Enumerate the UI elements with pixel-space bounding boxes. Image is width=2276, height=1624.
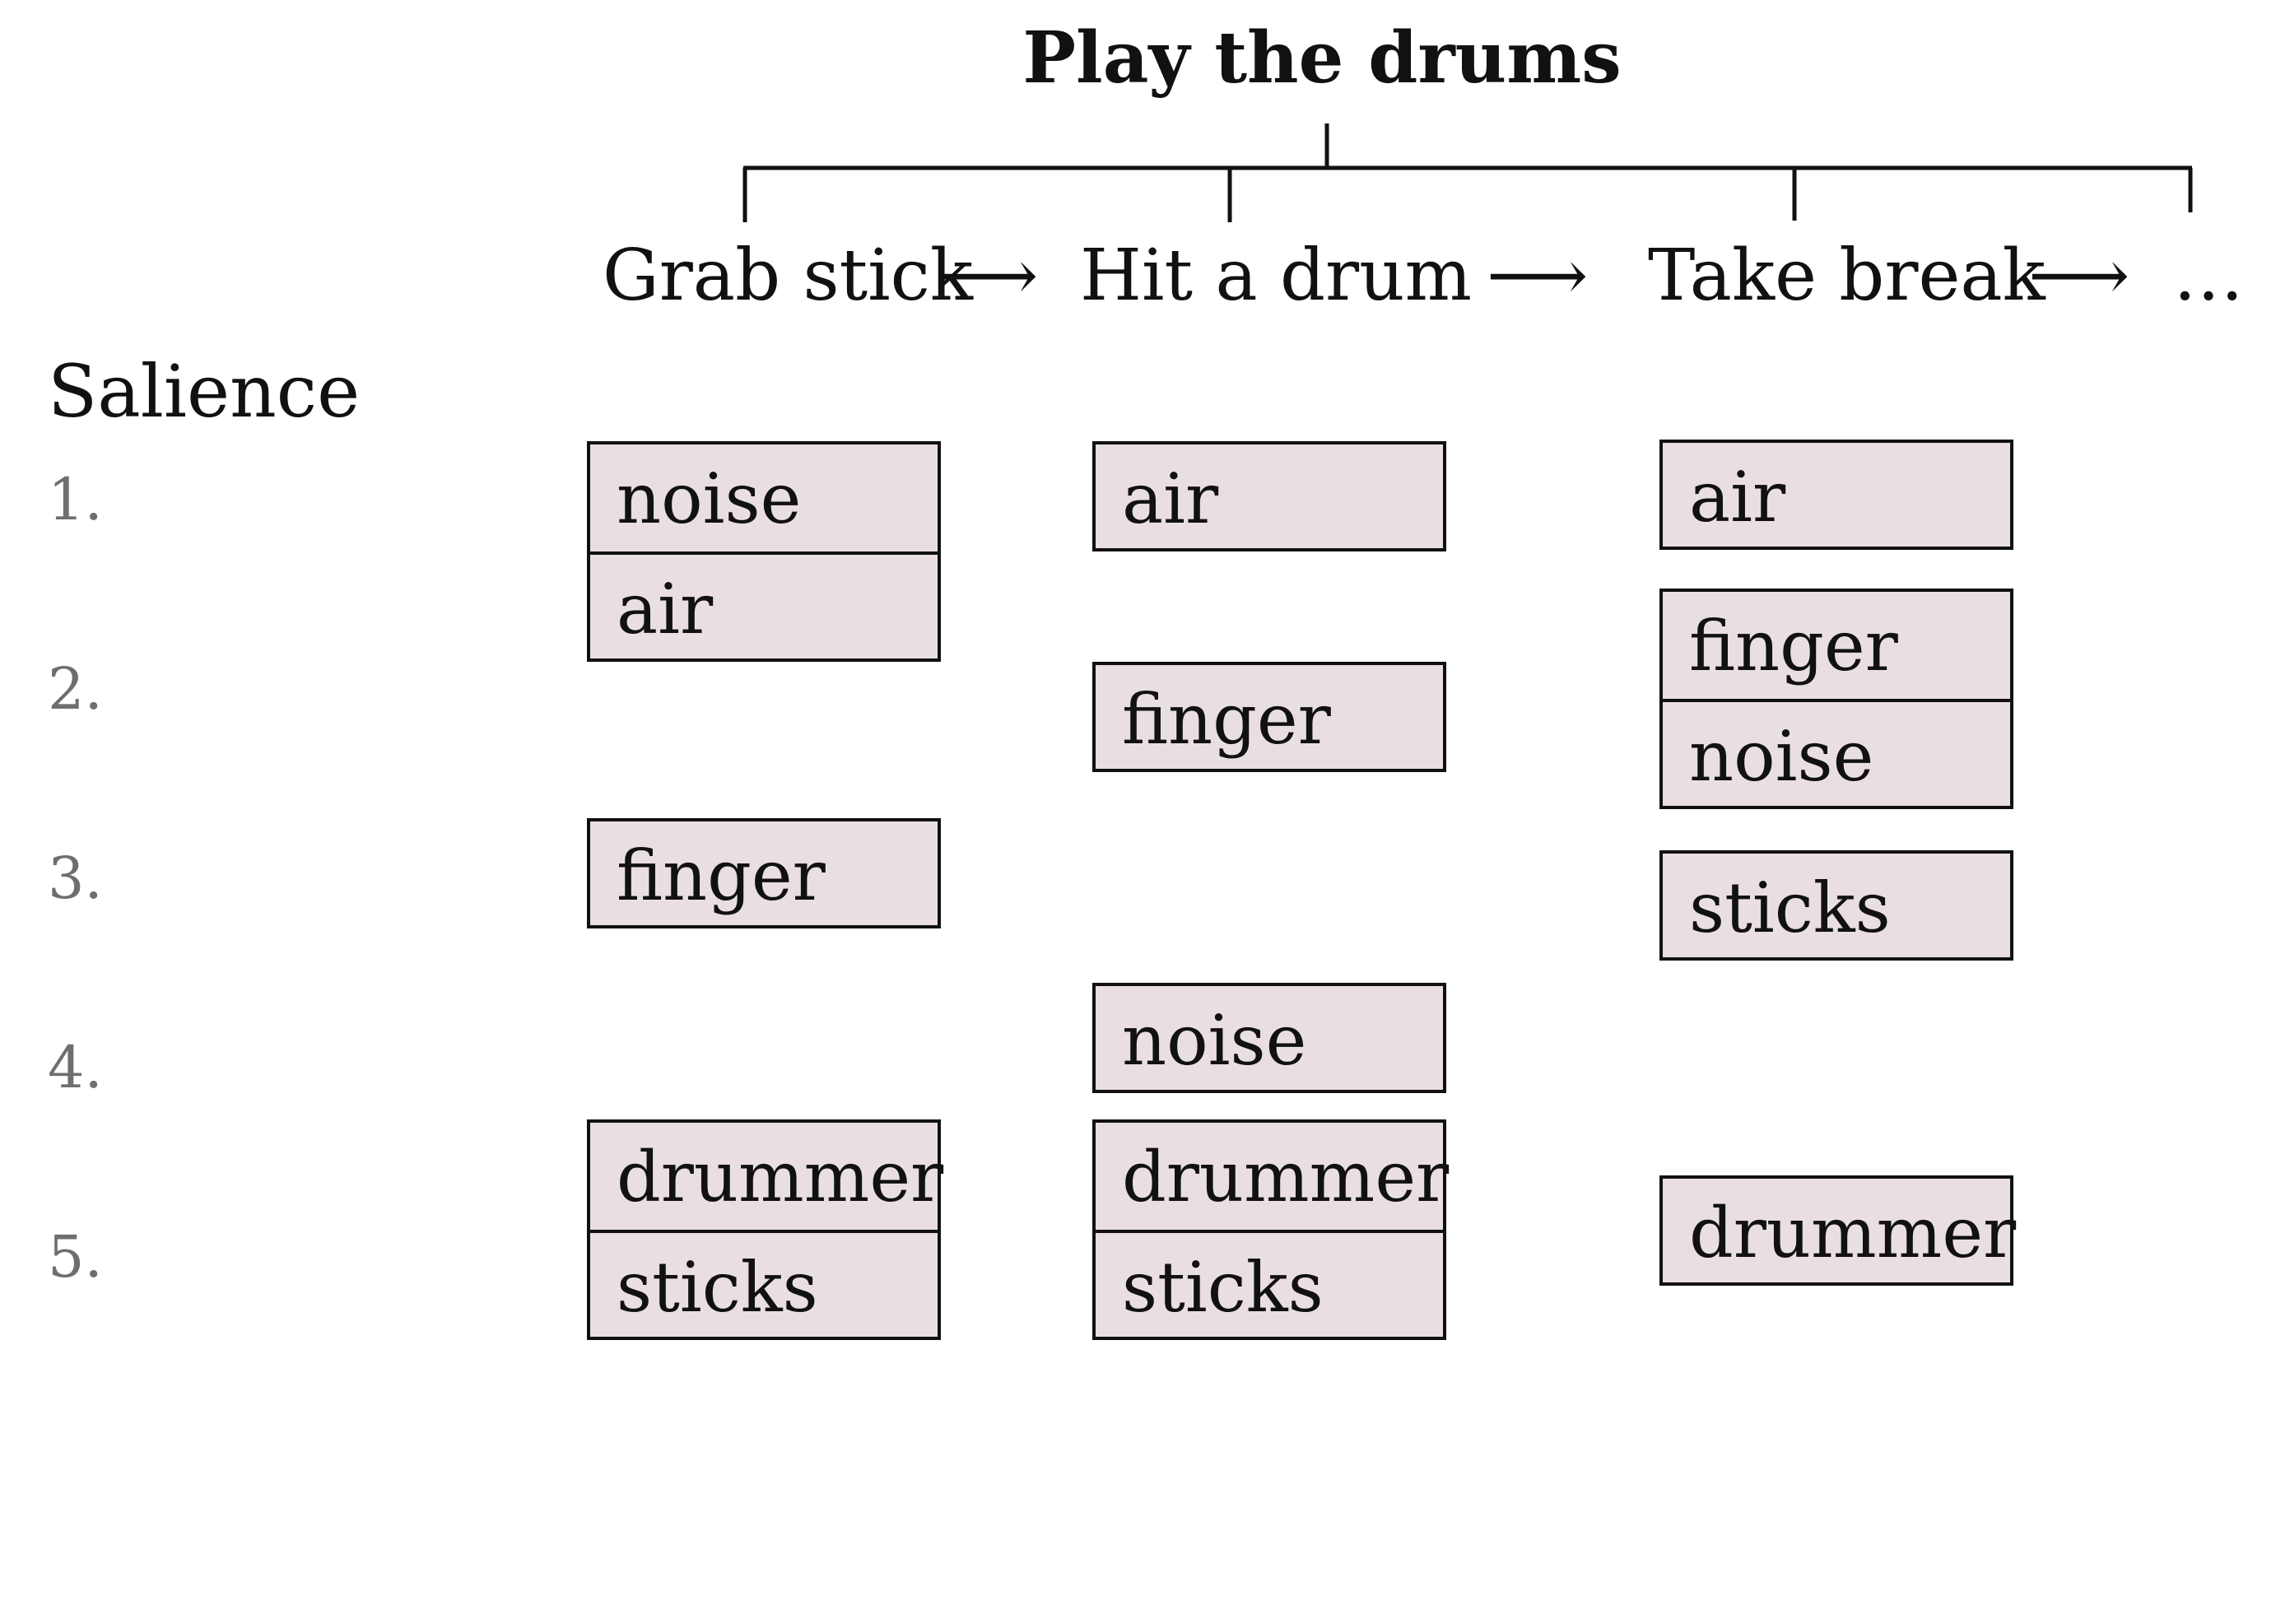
salience-item-label: sticks (1689, 868, 1891, 948)
salience-item-box: sticks (1092, 1230, 1446, 1340)
salience-item-box: finger (1092, 662, 1446, 772)
salience-item-label: noise (1689, 716, 1874, 797)
salience-item-label: air (617, 569, 714, 649)
step-grab-stick: Grab stick (603, 235, 973, 317)
salience-item-label: noise (1122, 1000, 1307, 1081)
salience-item-box: noise (1092, 983, 1446, 1093)
salience-item-box: drummer (587, 1119, 944, 1230)
salience-item-box: noise (587, 441, 941, 551)
rank-label: 4. (48, 1034, 103, 1101)
salience-item-box: drummer (1092, 1119, 1450, 1230)
salience-item-box: drummer (1659, 1175, 2017, 1286)
rank-label: 3. (48, 845, 103, 912)
step-hit-a-drum: Hit a drum (1080, 235, 1473, 317)
salience-item-label: finger (1122, 679, 1331, 760)
rank-label: 2. (48, 655, 103, 723)
salience-item-label: drummer (1689, 1193, 2017, 1273)
salience-item-label: noise (617, 458, 802, 539)
salience-item-box: finger (1659, 589, 2013, 699)
arrow-icon: ⟶ (937, 235, 1039, 317)
salience-item-label: drummer (617, 1137, 944, 1217)
salience-item-label: air (1122, 458, 1219, 539)
arrow-icon: ⟶ (2028, 235, 2130, 317)
salience-item-box: sticks (1659, 850, 2013, 961)
salience-item-box: finger (587, 818, 941, 928)
diagram-title: Play the drums (1022, 16, 1622, 100)
step-continuation: … (2173, 235, 2244, 317)
salience-item-label: finger (1689, 606, 1898, 686)
rank-label: 5. (48, 1223, 103, 1291)
salience-item-label: sticks (1122, 1247, 1324, 1328)
rank-label: 1. (48, 466, 103, 533)
salience-item-label: drummer (1122, 1137, 1450, 1217)
salience-item-box: air (587, 551, 941, 662)
salience-label: Salience (48, 349, 361, 434)
salience-item-box: noise (1659, 699, 2013, 809)
salience-item-box: air (1659, 440, 2013, 550)
arrow-icon: ⟶ (1487, 235, 1589, 317)
salience-item-box: air (1092, 441, 1446, 551)
salience-item-box: sticks (587, 1230, 941, 1340)
salience-item-label: sticks (617, 1247, 818, 1328)
salience-item-label: air (1689, 457, 1786, 537)
step-take-break: Take break (1648, 235, 2046, 317)
salience-item-label: finger (617, 835, 826, 916)
